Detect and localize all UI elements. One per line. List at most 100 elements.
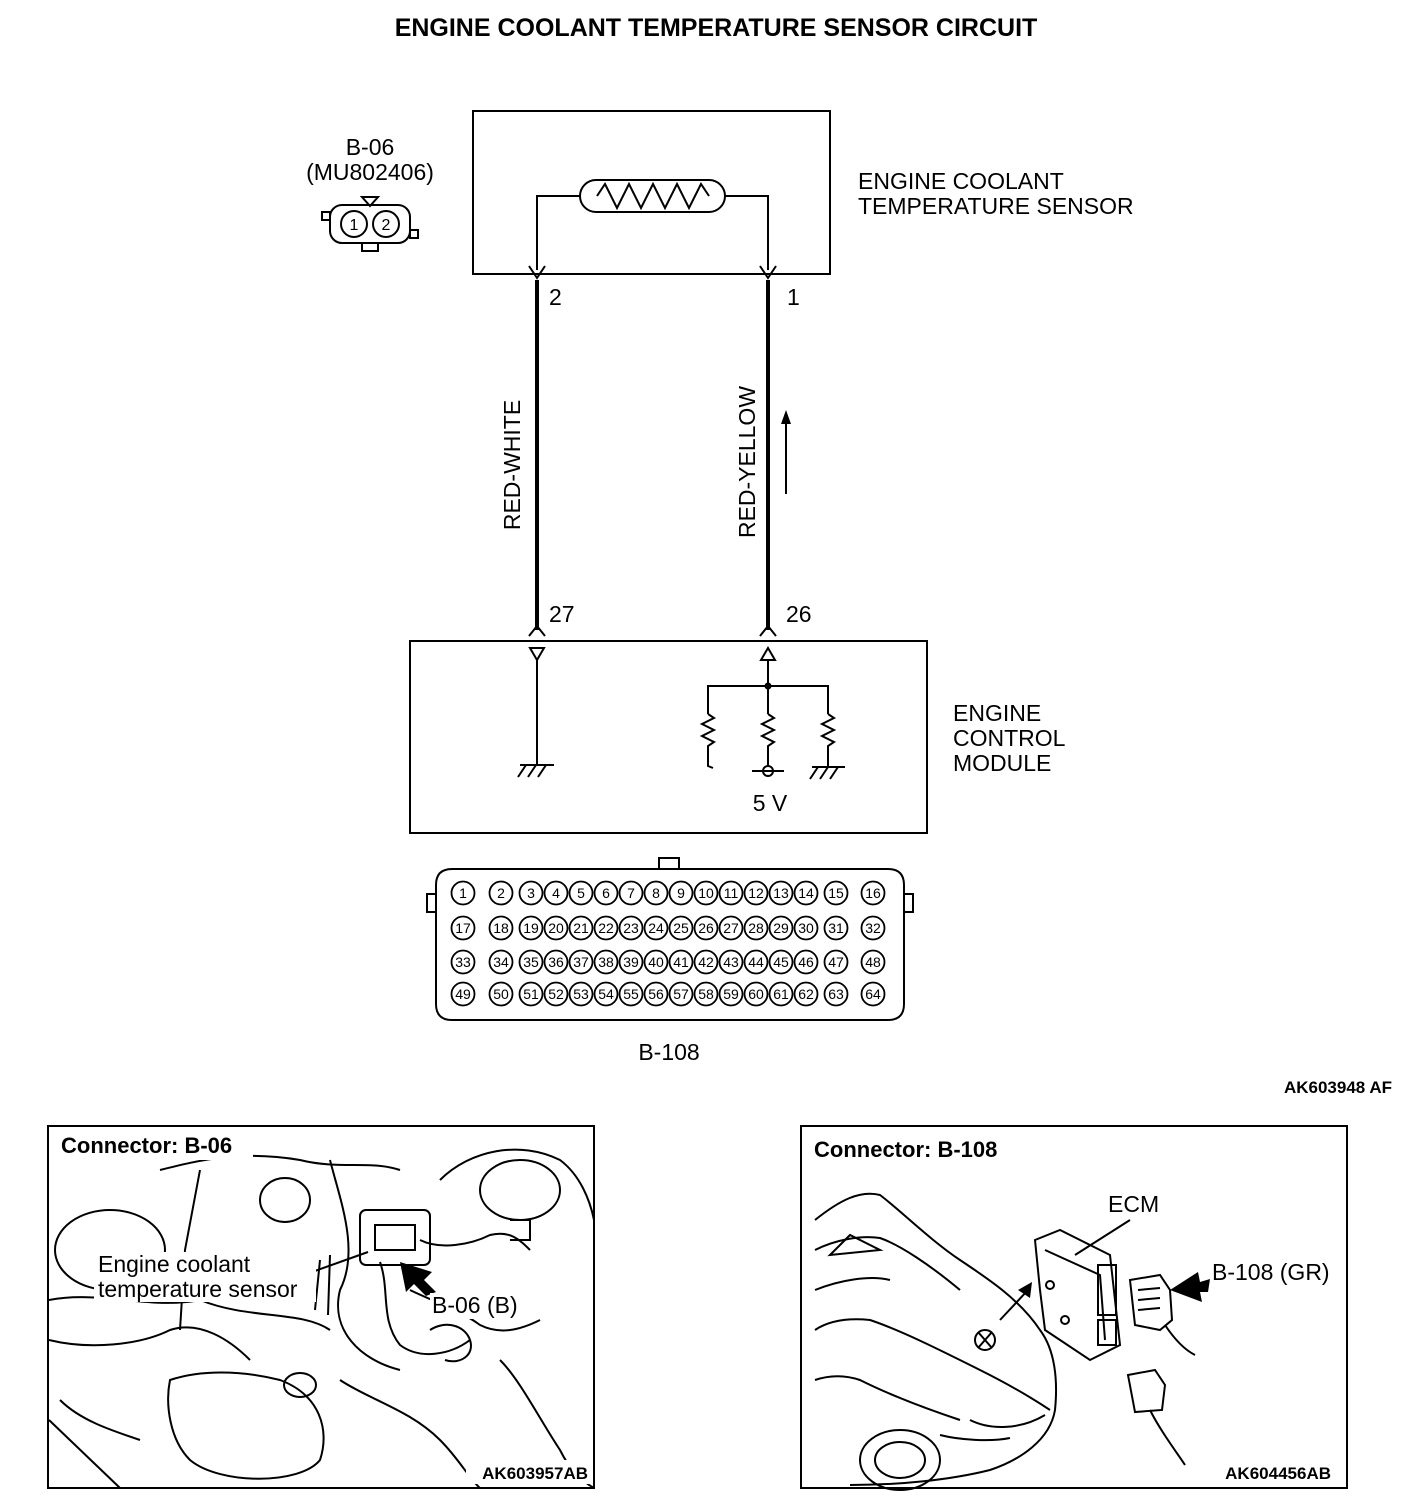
connector-pin: [860, 981, 886, 1007]
connector-pin-label: 49: [455, 986, 471, 1002]
connector-pin: [593, 915, 619, 941]
connector-pin: [593, 880, 619, 906]
connector-pin-label: 21: [573, 920, 589, 936]
left-wire-color: RED-WHITE: [499, 400, 525, 530]
connector-pin-label: 51: [523, 986, 539, 1002]
connector-pin: [668, 949, 694, 975]
connector-b108-panel: Connector: B-108: [800, 1125, 1348, 1491]
car-illustration: [814, 1192, 1058, 1491]
connector-pin-label: 3: [527, 885, 535, 901]
connector-pin-label: 20: [548, 920, 564, 936]
ecm-name-line3: MODULE: [953, 750, 1051, 776]
connector-pin-label: 15: [828, 885, 844, 901]
connector-pin-label: 31: [828, 920, 844, 936]
connector-pin: [793, 915, 819, 941]
connector-pin: [718, 949, 744, 975]
connector-pin-label: 35: [523, 954, 539, 970]
connector-pin-label: 52: [548, 986, 564, 1002]
connector-pin: [743, 949, 769, 975]
connector-pin: [450, 949, 476, 975]
right-wire-ecm-pin: 26: [786, 601, 812, 627]
connector-pin-label: 24: [648, 920, 664, 936]
connector-pin: [593, 981, 619, 1007]
connector-pin-label: 39: [623, 954, 639, 970]
connector-pin: [743, 880, 769, 906]
sensor-box: [472, 110, 831, 275]
connector-pin: [668, 981, 694, 1007]
connector-pin: [768, 880, 794, 906]
connector-pin-label: 14: [798, 885, 814, 901]
connector-pin-label: 48: [865, 954, 881, 970]
connector-pin: [488, 949, 514, 975]
connector-pin-label: 9: [677, 885, 685, 901]
connector-pin: [618, 981, 644, 1007]
connector-pin-label: 47: [828, 954, 844, 970]
ecm-callout-line: [1074, 1219, 1131, 1256]
connector-pin-label: 36: [548, 954, 564, 970]
ecm-name-line1: ENGINE: [953, 700, 1041, 726]
connector-pin-label: 45: [773, 954, 789, 970]
connector-pin: [518, 981, 544, 1007]
sensor-pin-b: 2: [382, 217, 391, 234]
connector-b06-panel: Connector: B-06 Engine coolant temperatu…: [47, 1125, 595, 1489]
connector-pin: [860, 880, 886, 906]
connector-pin: [518, 880, 544, 906]
connector-pin-label: 43: [723, 954, 739, 970]
connector-pin-label: 41: [673, 954, 689, 970]
connector-pin: [693, 915, 719, 941]
connector-pin: [768, 915, 794, 941]
connector-pin-label: 22: [598, 920, 614, 936]
sensor-name-line2: TEMPERATURE SENSOR: [858, 193, 1134, 219]
connector-pin: [823, 949, 849, 975]
connector-pin-label: 33: [455, 954, 471, 970]
connector-pin: [618, 949, 644, 975]
connector-pin-label: 8: [652, 885, 660, 901]
connector-pin-label: 53: [573, 986, 589, 1002]
connector-pin-label: 11: [724, 885, 739, 901]
connector-pin-label: 59: [723, 986, 739, 1002]
right-wire-sensor-pin: 1: [787, 284, 800, 310]
connector-pin: [823, 981, 849, 1007]
ecm-ground-circuit: [517, 647, 554, 778]
connector-pin-label: 58: [698, 986, 714, 1002]
connector-pin: [743, 915, 769, 941]
connector-pin-label: 18: [493, 920, 509, 936]
connector-pin: [668, 880, 694, 906]
connector-pin: [860, 949, 886, 975]
connector-pin-label: 37: [573, 954, 589, 970]
connector-pin-label: 32: [865, 920, 881, 936]
sensor-pin1-terminal: [759, 265, 777, 280]
right-panel-code: AK604456AB: [1225, 1464, 1331, 1483]
connector-pin-label: 38: [598, 954, 614, 970]
connector-pin-label: 40: [648, 954, 664, 970]
connector-pin-label: 5: [577, 885, 585, 901]
connector-pin-label: 30: [798, 920, 814, 936]
connector-pin: [543, 880, 569, 906]
connector-pin: [823, 915, 849, 941]
sensor-name-line1: ENGINE COOLANT: [858, 168, 1064, 194]
sensor-pin2-terminal: [528, 265, 546, 280]
ecm-callout-label: ECM: [1108, 1191, 1159, 1217]
connector-pin-label: 4: [552, 885, 560, 901]
connector-pin: [643, 915, 669, 941]
connector-pin: [568, 949, 594, 975]
connector-pin: [593, 949, 619, 975]
connector-pin: [743, 981, 769, 1007]
connector-pin: [518, 915, 544, 941]
connector-pin: [793, 880, 819, 906]
connector-pin: [668, 915, 694, 941]
connector-pin: [793, 949, 819, 975]
left-wire-ecm-pin: 27: [549, 601, 575, 627]
connector-pin-label: 23: [623, 920, 639, 936]
connector-pin: [823, 880, 849, 906]
connector-pin: [568, 981, 594, 1007]
connector-pin: [568, 915, 594, 941]
connector-pin: [618, 880, 644, 906]
connector-pin-label: 1: [459, 885, 467, 901]
left-panel-title: Connector: B-06: [61, 1133, 232, 1158]
ecm-box: [409, 640, 928, 834]
connector-pin: [618, 915, 644, 941]
b108-pointer-arrow-icon: [1170, 1272, 1210, 1302]
connector-pin: [860, 915, 886, 941]
